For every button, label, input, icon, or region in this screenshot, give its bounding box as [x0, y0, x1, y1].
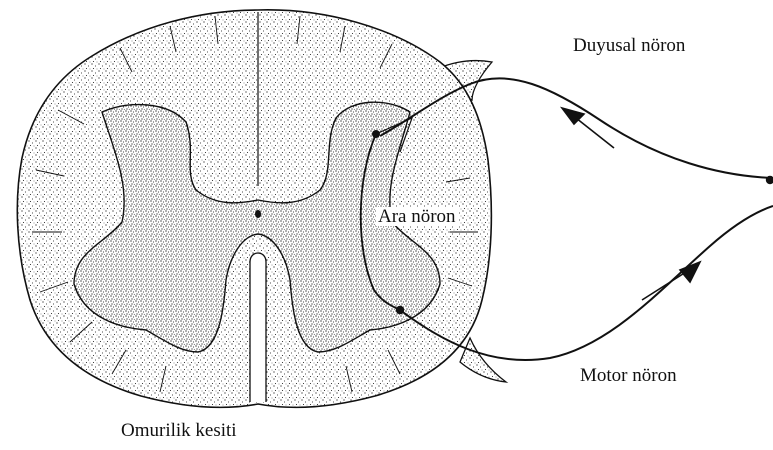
sensory-direction-arrow [562, 108, 614, 148]
interneuron-label: Ara nöron [376, 207, 458, 226]
central-canal [255, 210, 261, 218]
diagram-caption: Omurilik kesiti [121, 421, 237, 440]
motor-neuron-label: Motor nöron [580, 366, 677, 385]
ventral-root [460, 338, 506, 382]
anterior-median-fissure [250, 253, 266, 402]
motor-direction-arrow [642, 262, 700, 300]
sensory-neuron-label: Duyusal nöron [573, 36, 685, 55]
